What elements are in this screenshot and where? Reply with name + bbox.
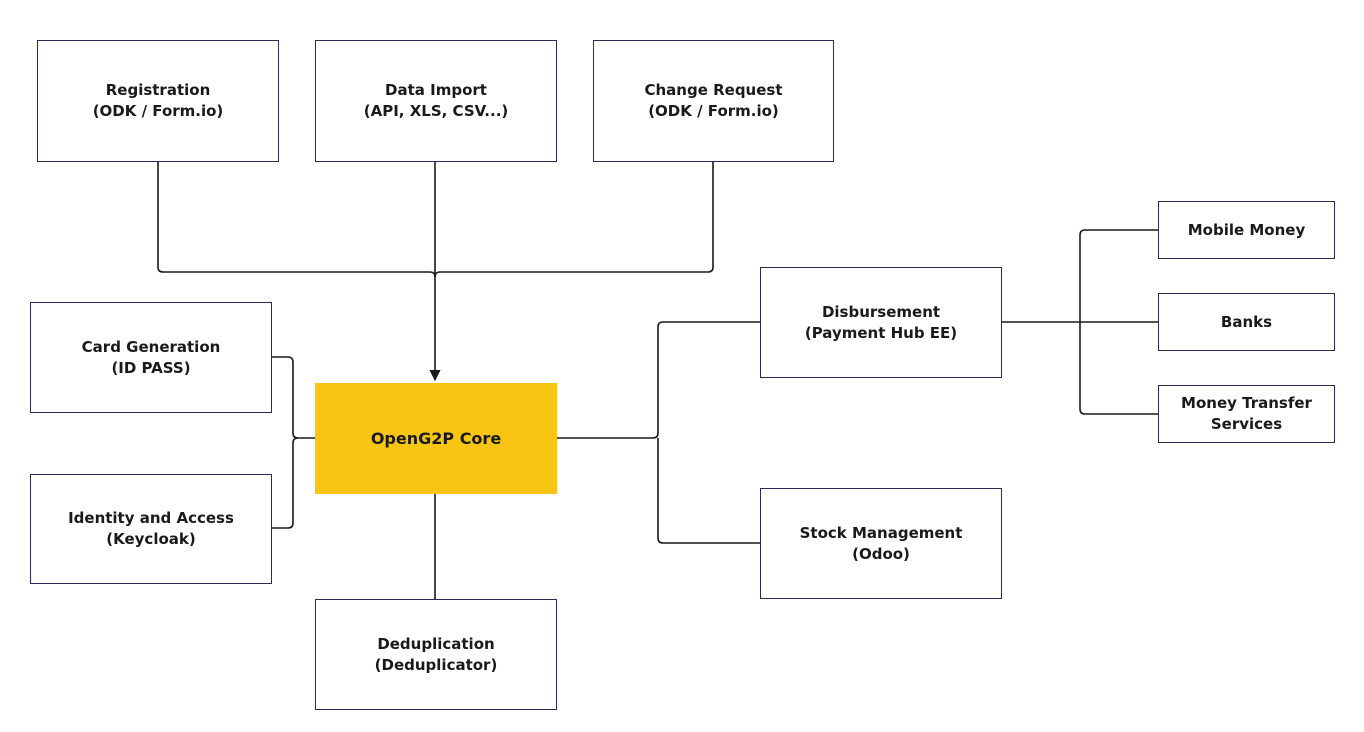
core-title: OpenG2P Core bbox=[370, 429, 502, 448]
card-generation-box: Card Generation (ID PASS) bbox=[30, 302, 272, 413]
mobile-money-box: Mobile Money bbox=[1158, 201, 1335, 259]
stock-management-subtitle: (Odoo) bbox=[852, 544, 910, 563]
deduplication-subtitle: (Deduplicator) bbox=[374, 655, 498, 674]
mobile-money-title: Mobile Money bbox=[1187, 220, 1306, 239]
data-import-box: Data Import (API, XLS, CSV...) bbox=[315, 40, 557, 162]
stock-management-box: Stock Management (Odoo) bbox=[760, 488, 1002, 599]
change-request-title: Change Request bbox=[644, 81, 783, 99]
connector-registration bbox=[157, 161, 436, 278]
money-transfer-box: Money Transfer Services bbox=[1158, 385, 1335, 443]
connector-stock-management bbox=[657, 438, 761, 544]
registration-box: Registration (ODK / Form.io) bbox=[37, 40, 279, 162]
stock-management-title: Stock Management bbox=[799, 523, 963, 542]
money-transfer-subtitle: Services bbox=[1210, 415, 1283, 433]
disbursement-subtitle: (Payment Hub EE) bbox=[804, 323, 958, 342]
data-import-title: Data Import bbox=[385, 81, 487, 99]
connector-identity-access bbox=[271, 437, 299, 529]
core-box: OpenG2P Core bbox=[315, 383, 557, 494]
connector-change-request bbox=[434, 161, 714, 278]
card-generation-title: Card Generation bbox=[81, 337, 221, 356]
identity-access-box: Identity and Access (Keycloak) bbox=[30, 474, 272, 584]
connector-card-generation bbox=[271, 356, 316, 439]
banks-box: Banks bbox=[1158, 293, 1335, 351]
disbursement-title: Disbursement bbox=[821, 302, 941, 321]
disbursement-box: Disbursement (Payment Hub EE) bbox=[760, 267, 1002, 378]
change-request-subtitle: (ODK / Form.io) bbox=[648, 102, 779, 120]
identity-access-subtitle: (Keycloak) bbox=[106, 530, 196, 548]
connector-disbursement bbox=[556, 321, 761, 439]
card-generation-subtitle: (ID PASS) bbox=[111, 358, 191, 377]
deduplication-box: Deduplication (Deduplicator) bbox=[315, 599, 557, 710]
money-transfer-title: Money Transfer bbox=[1181, 394, 1312, 412]
connector-money-transfer bbox=[1079, 322, 1158, 415]
data-import-subtitle: (API, XLS, CSV...) bbox=[363, 102, 509, 120]
change-request-box: Change Request (ODK / Form.io) bbox=[593, 40, 834, 162]
registration-subtitle: (ODK / Form.io) bbox=[92, 102, 224, 120]
connector-mobile-money bbox=[1079, 229, 1158, 322]
deduplication-title: Deduplication bbox=[377, 634, 495, 653]
banks-title: Banks bbox=[1220, 312, 1273, 331]
identity-access-title: Identity and Access bbox=[68, 509, 234, 527]
registration-title: Registration bbox=[105, 81, 211, 99]
